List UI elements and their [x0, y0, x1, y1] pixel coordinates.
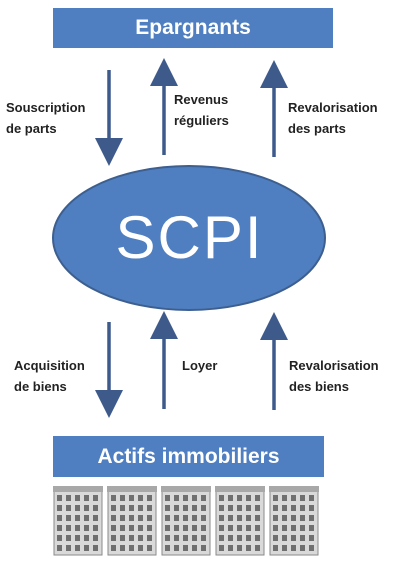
scpi-label: SCPI [115, 204, 264, 271]
apartment-building-icon [161, 486, 211, 556]
scpi-ellipse [52, 165, 326, 311]
buildings-row [53, 486, 319, 556]
apartment-building-icon [107, 486, 157, 556]
apartment-building-icon [53, 486, 103, 556]
label-loyer: Loyer [182, 358, 218, 373]
label-revalorisation-parts: Revalorisation des parts [288, 100, 378, 136]
apartment-building-icon [269, 486, 319, 556]
actifs-immobiliers-box: Actifs immobiliers [53, 436, 324, 477]
epargnants-label: Epargnants [135, 16, 251, 39]
actifs-immobiliers-label: Actifs immobiliers [97, 444, 280, 468]
apartment-building-icon [215, 486, 265, 556]
label-revenus: Revenus réguliers [174, 92, 229, 128]
label-acquisition: Acquisition de biens [14, 358, 85, 394]
label-souscription: Souscription de parts [6, 100, 86, 136]
epargnants-box: Epargnants [53, 8, 333, 48]
label-revalorisation-biens: Revalorisation des biens [289, 358, 379, 394]
